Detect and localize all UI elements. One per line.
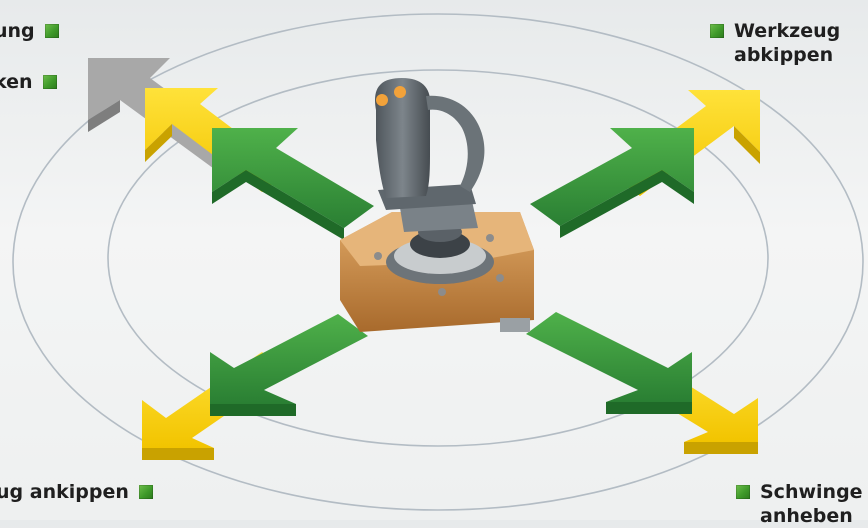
joystick-button-icon (376, 94, 388, 106)
label-text: anheben (760, 505, 853, 527)
green-square-icon (44, 24, 59, 38)
label-text: Werkzeug (734, 20, 841, 42)
label-bottom-right: Schwinge anheben (736, 480, 863, 528)
label-text: abkippen (734, 44, 834, 66)
green-square-icon (710, 24, 724, 38)
label-text: ug ankippen (0, 481, 129, 503)
label-top-left-1: ung (0, 19, 59, 43)
label-text: ung (0, 20, 35, 42)
joystick-button-icon (394, 86, 406, 98)
label-text: Schwinge (760, 481, 863, 503)
green-arrow-bottom-left (210, 314, 368, 416)
green-arrow-bottom-right (526, 312, 692, 414)
green-arrow-top-left (212, 128, 374, 240)
label-top-left-2: ken (0, 70, 57, 94)
inner-ring (107, 69, 769, 447)
joystick-stick (375, 78, 485, 232)
green-square-icon (736, 485, 750, 499)
green-square-icon (42, 75, 57, 89)
label-top-right: Werkzeug abkippen (710, 19, 840, 67)
green-square-icon (138, 485, 153, 499)
green-arrow-top-right (530, 128, 694, 238)
label-bottom-left: ug ankippen (0, 480, 153, 504)
outer-ring (12, 13, 864, 511)
joystick-console (340, 212, 534, 332)
label-text: ken (0, 71, 33, 93)
